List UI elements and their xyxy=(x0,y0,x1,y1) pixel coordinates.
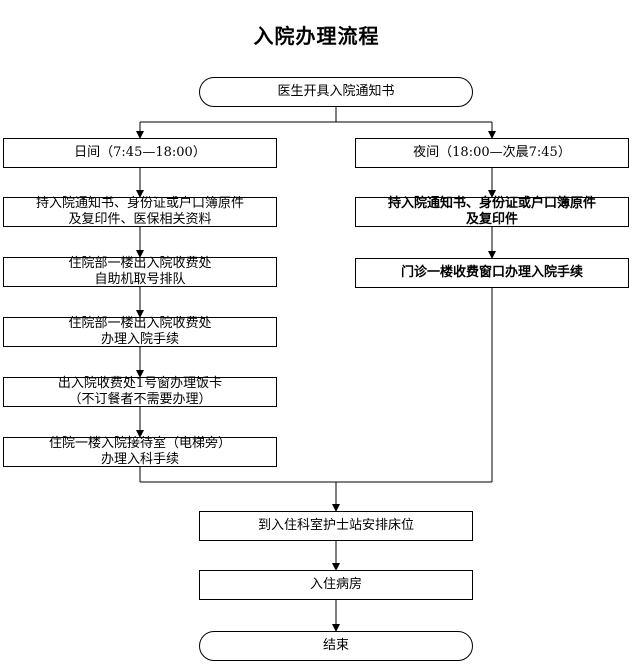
night-branch-node: 夜间（18:00—次晨7:45） xyxy=(355,138,629,168)
nurse-station-node: 到入住科室护士站安排床位 xyxy=(199,511,473,541)
start-node: 医生开具入院通知书 xyxy=(199,77,473,107)
page-title: 入院办理流程 xyxy=(253,24,380,48)
night-step-admission: 门诊一楼收费窗口办理入院手续 xyxy=(355,258,629,288)
day-step-meal-card: 出入院收费处1号窗办理饭卡 （不订餐者不需要办理） xyxy=(3,376,277,407)
ward-node: 入住病房 xyxy=(199,570,473,600)
day-step-take-number: 住院部一楼出入院收费处 自助机取号排队 xyxy=(3,256,277,287)
day-step-admission: 住院部一楼出入院收费处 办理入院手续 xyxy=(3,316,277,347)
day-step-documents: 持入院通知书、身份证或户口簿原件 及复印件、医保相关资料 xyxy=(3,196,277,227)
day-step-department-checkin: 住院一楼入院接待室（电梯旁） 办理入科手续 xyxy=(3,436,277,467)
day-branch-node: 日间（7:45—18:00） xyxy=(3,138,277,168)
end-node: 结束 xyxy=(199,631,473,661)
night-step-documents: 持入院通知书、身份证或户口簿原件 及复印件 xyxy=(355,196,629,227)
